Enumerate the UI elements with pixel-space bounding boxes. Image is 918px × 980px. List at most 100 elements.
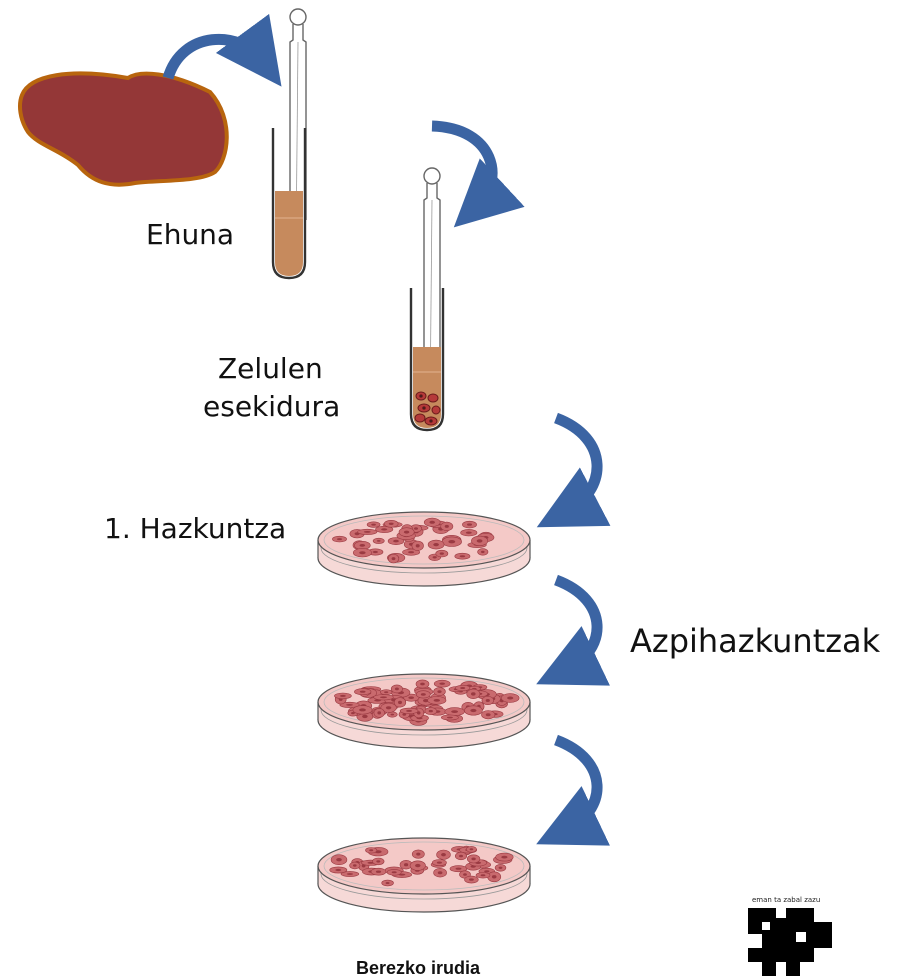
cell-nucleus-icon xyxy=(459,855,463,858)
cell-nucleus-icon xyxy=(371,524,376,526)
cell-nucleus-icon xyxy=(364,531,371,533)
cell-nucleus-icon xyxy=(433,543,439,546)
cell-nucleus-icon xyxy=(460,687,465,689)
cell-nucleus-icon xyxy=(386,706,391,709)
cell-nucleus-icon xyxy=(434,699,440,702)
cell-nucleus-icon xyxy=(437,862,442,864)
cell-nucleus-icon xyxy=(470,848,474,850)
cell-nucleus-icon xyxy=(335,869,341,871)
cell-nucleus-icon xyxy=(440,552,444,554)
petri-dish-icon xyxy=(318,512,530,586)
cell-nucleus-icon xyxy=(415,864,420,867)
cell-nucleus-icon xyxy=(438,871,443,874)
test-tube-icon xyxy=(273,128,305,278)
cell-nucleus-icon xyxy=(369,849,373,851)
cell-nucleus-icon xyxy=(389,523,394,525)
tissue-icon xyxy=(20,73,227,184)
petri-dish-icon xyxy=(318,674,530,748)
cell-nucleus-icon xyxy=(414,527,418,530)
cell-nucleus-icon xyxy=(408,696,414,699)
cell-nucleus-icon xyxy=(463,873,467,876)
cell-nucleus-icon xyxy=(420,683,425,686)
cell-nucleus-icon xyxy=(439,683,445,685)
cell-nucleus-icon xyxy=(404,531,409,534)
cell-nucleus-icon xyxy=(376,860,380,862)
first-culture-label: 1. Hazkuntza xyxy=(104,512,286,545)
cell-nucleus-icon xyxy=(340,695,346,697)
cell-nucleus-icon xyxy=(408,551,414,553)
cell-nucleus-icon xyxy=(360,691,366,693)
cell-nucleus-icon xyxy=(377,540,381,542)
cell-nucleus-icon xyxy=(492,875,497,878)
cell-nucleus-icon xyxy=(471,858,475,861)
cell-nucleus-icon xyxy=(429,521,435,524)
cell-nucleus-icon xyxy=(392,557,396,560)
tissue-label: Ehuna xyxy=(146,218,234,251)
curved-arrow-icon xyxy=(168,39,262,78)
cell-nucleus-icon xyxy=(470,709,476,712)
petri-dish-icon xyxy=(318,838,530,912)
cell-nucleus-icon xyxy=(448,540,455,543)
cell-nucleus-icon xyxy=(477,539,483,542)
cell-nucleus-icon xyxy=(398,701,402,704)
cell-nucleus-icon xyxy=(451,710,458,713)
cell-nucleus-icon xyxy=(346,704,353,706)
cell-nucleus-icon xyxy=(395,688,399,691)
suspension-label-line2: esekidura xyxy=(203,390,340,423)
cell-nucleus-icon xyxy=(359,708,366,711)
cell-nucleus-icon xyxy=(416,853,420,856)
image-caption: Berezko irudia xyxy=(356,958,480,979)
cell-nucleus-icon xyxy=(486,699,490,702)
cell-nucleus-icon xyxy=(376,871,381,873)
cell-nucleus-icon xyxy=(362,715,368,718)
cell-nucleus-icon xyxy=(381,528,387,530)
cell-nucleus-icon xyxy=(445,525,449,528)
cell-nucleus-icon xyxy=(456,868,462,870)
cell-nucleus-icon xyxy=(447,717,453,719)
cell-nucleus-icon xyxy=(359,551,365,554)
curved-arrow-icon xyxy=(556,740,597,830)
cell-nucleus-icon xyxy=(481,874,486,876)
cell-nucleus-icon xyxy=(337,538,342,540)
cell-nucleus-icon xyxy=(486,713,491,716)
logo-motto: eman ta zabal zazu xyxy=(752,896,820,904)
test-tube-icon xyxy=(411,288,443,430)
cell-nucleus-icon xyxy=(460,555,465,557)
cell-nucleus-icon xyxy=(471,692,476,695)
cell-nucleus-icon xyxy=(507,697,513,700)
cell-nucleus-icon xyxy=(406,710,412,712)
cell-nucleus-icon xyxy=(391,714,395,716)
cell-nucleus-icon xyxy=(416,544,420,547)
curved-arrow-icon xyxy=(556,418,597,512)
cell-nucleus-icon xyxy=(377,711,381,714)
cell-nucleus-icon xyxy=(336,858,342,861)
cell-nucleus-icon xyxy=(360,544,366,547)
cell-nucleus-icon xyxy=(466,532,472,534)
university-logo-icon xyxy=(748,908,832,976)
cell-nucleus-icon xyxy=(392,871,397,873)
cell-nucleus-icon xyxy=(481,551,485,553)
cell-nucleus-icon xyxy=(380,696,387,698)
cell-nucleus-icon xyxy=(484,870,489,872)
cell-nucleus-icon xyxy=(499,867,503,869)
cell-nucleus-icon xyxy=(373,551,378,553)
cell-nucleus-icon xyxy=(347,873,353,875)
cell-nucleus-icon xyxy=(501,856,507,859)
subcultures-label: Azpihazkuntzak xyxy=(630,622,880,660)
cell-nucleus-icon xyxy=(429,710,433,712)
cell-nucleus-icon xyxy=(433,556,437,558)
cell-nucleus-icon xyxy=(384,691,388,693)
cell-nucleus-icon xyxy=(469,878,474,880)
cell-nucleus-icon xyxy=(437,690,441,693)
cell-nucleus-icon xyxy=(441,853,446,856)
cell-nucleus-icon xyxy=(467,523,472,525)
suspension-label-line1: Zelulen xyxy=(218,352,323,385)
cell-nucleus-icon xyxy=(386,882,390,884)
cell-nucleus-icon xyxy=(393,540,399,543)
cell-nucleus-icon xyxy=(404,863,408,866)
curved-arrow-icon xyxy=(432,126,492,205)
cell-nucleus-icon xyxy=(421,693,426,696)
curved-arrow-icon xyxy=(556,580,597,670)
cell-nucleus-icon xyxy=(353,864,357,866)
